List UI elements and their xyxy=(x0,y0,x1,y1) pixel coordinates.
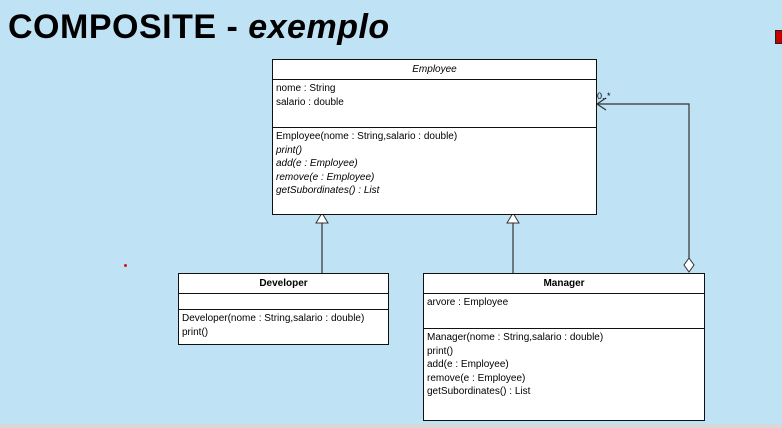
developer-op-constructor: Developer(nome : String,salario : double… xyxy=(182,313,365,324)
slide-title-main: COMPOSITE - xyxy=(8,8,249,46)
multiplicity-label: 0..* xyxy=(597,91,611,101)
aggregation-diamond xyxy=(683,257,695,273)
corner-marker xyxy=(775,30,782,44)
developer-class-name: Developer xyxy=(179,274,388,294)
developer-class[interactable]: Developer Developer(nome : String,salari… xyxy=(178,273,389,345)
manager-class-name: Manager xyxy=(424,274,704,294)
manager-class[interactable]: Manager arvore : Employee Manager(nome :… xyxy=(423,273,705,421)
slide-title: COMPOSITE - exemplo xyxy=(8,8,390,47)
employee-op-print: print() xyxy=(276,144,303,156)
manager-generalization-arrow xyxy=(506,212,520,224)
employee-op-add: add(e : Employee) xyxy=(276,158,358,169)
manager-op-print: print() xyxy=(427,345,454,357)
pointer-dot xyxy=(124,264,127,267)
developer-operations: Developer(nome : String,salario : double… xyxy=(179,310,388,341)
manager-op-getsubordinates: getSubordinates() : List xyxy=(427,386,531,397)
manager-attributes: arvore : Employee xyxy=(424,294,704,329)
employee-op-remove: remove(e : Employee) xyxy=(276,171,375,183)
bottom-strip xyxy=(0,424,782,428)
employee-class[interactable]: Employee nome : String salario : double … xyxy=(272,59,597,215)
manager-attribute-arvore: arvore : Employee xyxy=(427,297,509,308)
developer-generalization-arrow xyxy=(315,212,329,224)
developer-op-print: print() xyxy=(182,326,209,338)
employee-op-getsubordinates: getSubordinates() : List xyxy=(276,185,380,196)
employee-operations: Employee(nome : String,salario : double)… xyxy=(273,128,596,200)
employee-class-name: Employee xyxy=(273,60,596,80)
manager-op-remove: remove(e : Employee) xyxy=(427,372,526,384)
aggregation-arrowhead xyxy=(595,97,607,111)
aggregation-line xyxy=(597,103,690,258)
developer-attributes xyxy=(179,294,388,310)
employee-attribute-nome: nome : String xyxy=(276,83,336,94)
manager-op-constructor: Manager(nome : String,salario : double) xyxy=(427,332,604,343)
manager-op-add: add(e : Employee) xyxy=(427,359,509,370)
employee-op-constructor: Employee(nome : String,salario : double) xyxy=(276,131,458,142)
manager-operations: Manager(nome : String,salario : double) … xyxy=(424,329,704,401)
employee-attributes: nome : String salario : double xyxy=(273,80,596,128)
slide-title-emphasis: exemplo xyxy=(248,8,390,46)
employee-attribute-salario: salario : double xyxy=(276,96,344,108)
